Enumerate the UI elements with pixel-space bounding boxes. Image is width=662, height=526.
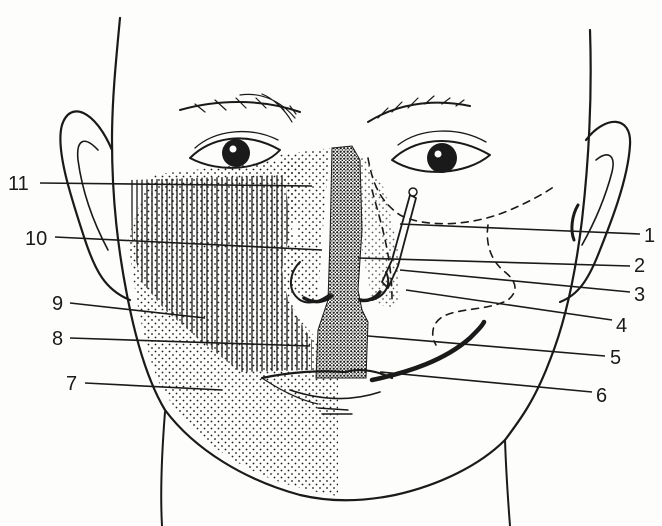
label-6: 6	[596, 385, 607, 407]
label-3: 3	[634, 284, 645, 306]
label-5: 5	[610, 347, 621, 369]
label-11: 11	[8, 173, 29, 195]
label-8: 8	[52, 328, 63, 350]
label-2: 2	[634, 255, 645, 277]
label-1: 1	[644, 225, 655, 247]
label-10: 10	[25, 228, 47, 250]
label-4: 4	[616, 315, 627, 337]
eyebrows	[180, 94, 470, 122]
leader-lines-right	[358, 224, 640, 392]
nose-right-dotted	[360, 150, 400, 310]
label-7: 7	[66, 373, 77, 395]
label-9: 9	[52, 293, 63, 315]
